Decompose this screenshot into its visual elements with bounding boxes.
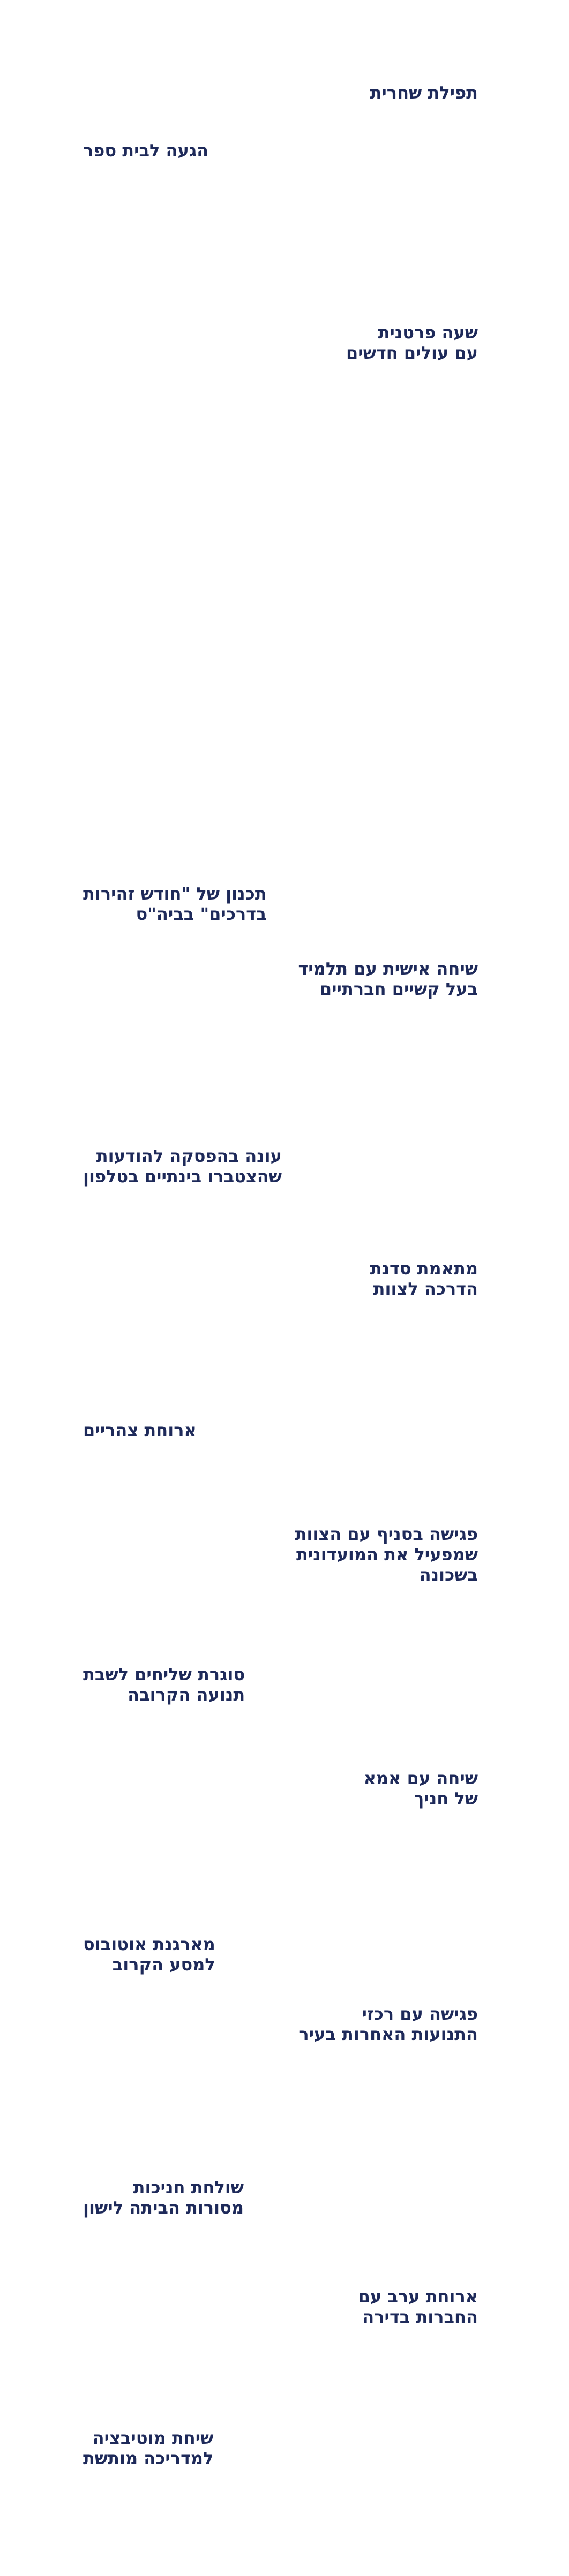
item-private-hour: שעה פרטנית עם עולים חדשים xyxy=(346,322,478,363)
item-team-workshop: מתאמת סדנת הדרכה לצוות xyxy=(370,1258,478,1299)
item-line: שולחת חניכות xyxy=(133,2177,244,2197)
item-motivation-talk: שיחת מוטיבציה למדריכה מותשת xyxy=(83,2428,213,2468)
item-dinner: ארוחת ערב עם החברות בדירה xyxy=(358,2286,478,2327)
item-safety-month-planning: תכנון של "חודש זהירות בדרכים" בביה"ס xyxy=(83,883,267,924)
item-line: הדרכה לצוות xyxy=(373,1279,478,1299)
item-line: מארגנת אוטובוס xyxy=(83,1934,215,1954)
item-line: שיחה עם אמא xyxy=(363,1768,478,1788)
item-line: בדרכים" בביה"ס xyxy=(136,904,267,924)
item-line: עם עולים חדשים xyxy=(346,343,478,363)
item-line: שעה פרטנית xyxy=(378,322,478,343)
item-line: תנועה הקרובה xyxy=(128,1684,245,1705)
item-line: שהצטברו בינתיים בטלפון xyxy=(83,1166,282,1187)
item-line: התנועות האחרות בעיר xyxy=(298,2024,478,2044)
item-lunch: ארוחת צהריים xyxy=(83,1420,197,1440)
item-line: תפילת שחרית xyxy=(370,82,478,103)
item-branch-meeting: פגישה בסניף עם הצוות שמפעיל את המועדונית… xyxy=(295,1524,478,1585)
item-line: שיחת מוטיבציה xyxy=(92,2428,214,2448)
item-student-talk: שיחה אישית עם תלמיד בעל קשיים חברתיים xyxy=(298,958,478,999)
item-morning-prayer: תפילת שחרית xyxy=(370,82,478,103)
item-movements-meeting: פגישה עם רכזי התנועות האחרות בעיר xyxy=(298,2004,478,2044)
item-line: שיחה אישית עם תלמיד xyxy=(298,958,478,979)
item-arrive-school: הגעה לבית ספר xyxy=(83,140,208,161)
item-line: החברות בדירה xyxy=(362,2307,478,2327)
item-line: בשכונה xyxy=(419,1565,478,1585)
item-phone-messages: עונה בהפסקה להודעות שהצטברו בינתיים בטלפ… xyxy=(83,1146,282,1187)
item-line: שמפעיל את המועדונית xyxy=(296,1544,478,1565)
item-line: הגעה לבית ספר xyxy=(83,140,209,161)
item-line: תכנון של "חודש זהירות xyxy=(83,883,267,904)
item-line: עונה בהפסקה להודעות xyxy=(96,1146,282,1166)
item-line: למסע הקרוב xyxy=(112,1954,215,1975)
item-line: פגישה עם רכזי xyxy=(362,2004,478,2024)
item-parent-talk: שיחה עם אמא של חניך xyxy=(364,1768,478,1809)
item-line: מתאמת סדנת xyxy=(370,1258,478,1279)
item-send-home: שולחת חניכות מסורות הביתה לישון xyxy=(83,2177,244,2218)
item-line: של חניך xyxy=(414,1788,478,1809)
item-line: סוגרת שליחים לשבת xyxy=(83,1664,245,1684)
item-line: בעל קשיים חברתיים xyxy=(319,979,478,999)
item-line: מסורות הביתה לישון xyxy=(83,2197,244,2218)
item-line: פגישה בסניף עם הצוות xyxy=(295,1524,478,1544)
item-line: ארוחת צהריים xyxy=(83,1420,197,1440)
item-bus-arrange: מארגנת אוטובוס למסע הקרוב xyxy=(83,1934,215,1975)
item-line: ארוחת ערב עם xyxy=(358,2286,478,2307)
item-line: למדריכה מותשת xyxy=(83,2448,214,2468)
item-shabbat-envoys: סוגרת שליחים לשבת תנועה הקרובה xyxy=(83,1664,245,1705)
